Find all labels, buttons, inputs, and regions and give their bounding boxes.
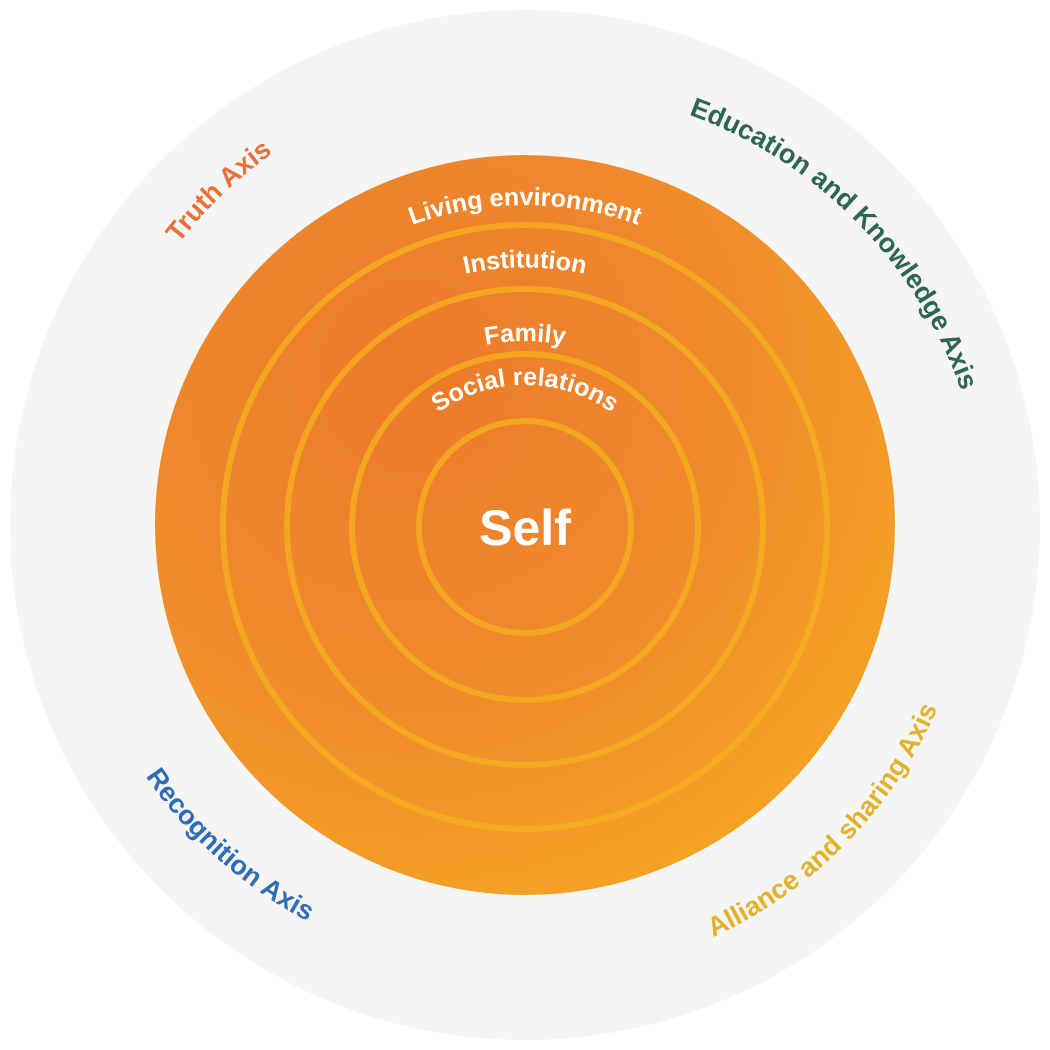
ring-living-environment (220, 222, 830, 832)
center-label: Self (479, 500, 571, 556)
ring-institution (284, 286, 766, 768)
ring-family (349, 351, 701, 703)
ring-label-family: Family (482, 319, 568, 351)
core-disc (155, 155, 895, 895)
ring-self (416, 418, 634, 636)
